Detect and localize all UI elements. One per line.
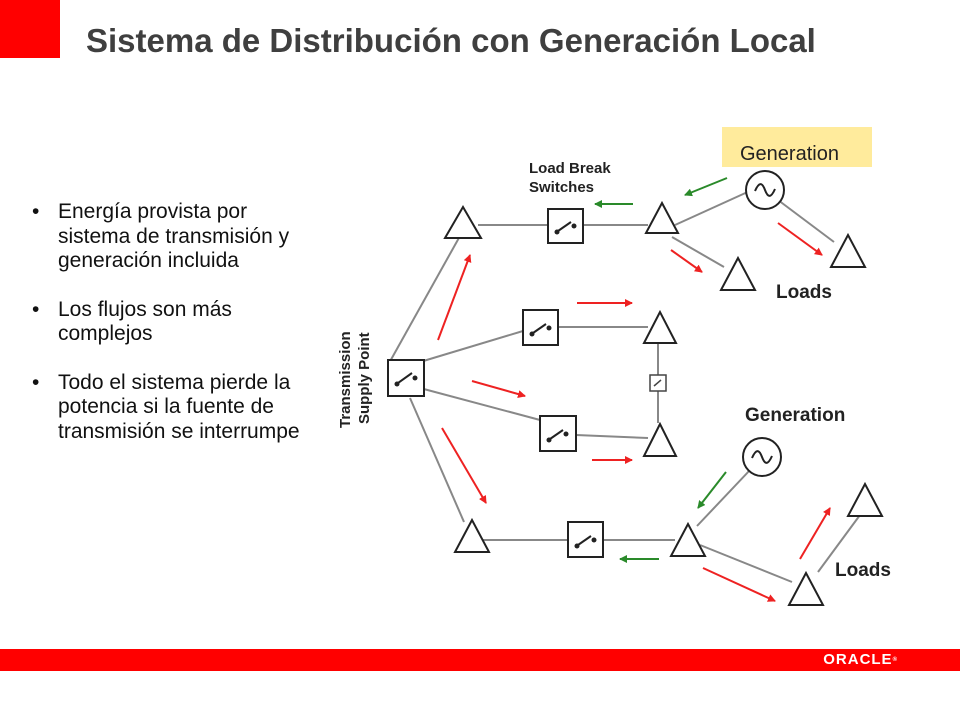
bullet-dot-icon: • xyxy=(32,297,40,321)
node-triangle xyxy=(829,232,867,268)
node-triangle xyxy=(787,570,825,606)
title-accent-block xyxy=(0,0,60,58)
tie-switch xyxy=(649,374,667,392)
registered-mark-icon: ® xyxy=(892,657,898,663)
bullet-item: • Todo el sistema pierde la potencia si l… xyxy=(26,371,316,445)
node-triangle xyxy=(719,255,757,291)
node-triangle xyxy=(642,309,678,344)
oracle-logo: ORACLE® xyxy=(823,650,898,670)
generation-highlight xyxy=(722,127,872,167)
bullet-dot-icon: • xyxy=(32,200,40,223)
node-triangle xyxy=(453,517,491,553)
node-triangle xyxy=(443,205,483,239)
label-load-break-switches: Load Break xyxy=(529,160,611,177)
distribution-diagram: Load Break Switches Generation Loads Tra… xyxy=(337,127,891,606)
slide-title: Sistema de Distribución con Generación L… xyxy=(86,22,816,59)
generator-icon xyxy=(742,437,782,477)
transmission-switch xyxy=(387,359,425,397)
bullet-item: • Los flujos son más complejos xyxy=(26,298,316,347)
flow-arrow-red xyxy=(799,507,831,560)
flow-arrow-red xyxy=(670,249,703,273)
bullet-dot-icon: • xyxy=(32,370,40,394)
node-triangle xyxy=(642,421,678,457)
label-supply-point: Supply Point xyxy=(356,332,373,424)
flow-arrow-red xyxy=(777,222,823,256)
bullet-text: Los flujos son más complejos xyxy=(58,297,232,346)
label-load-break-switches: Switches xyxy=(529,179,594,196)
footer-bar xyxy=(0,649,960,671)
node-triangle xyxy=(846,481,884,517)
label-loads-bottom: Loads xyxy=(835,560,891,581)
generator-icon xyxy=(745,170,785,210)
bullet-text: Todo el sistema pierde la potencia si la… xyxy=(58,370,300,443)
flow-arrow-red xyxy=(702,567,776,602)
load-break-switch xyxy=(539,415,577,452)
node-triangle xyxy=(669,521,707,557)
bullet-item: • Energía provista por sistema de transmi… xyxy=(26,200,316,274)
label-generation-bottom: Generation xyxy=(745,405,845,426)
red-flow-arrows xyxy=(437,222,831,602)
node-triangles xyxy=(443,200,884,606)
flow-arrow-red xyxy=(437,254,472,341)
flow-arrow-green xyxy=(684,177,728,197)
label-loads-top: Loads xyxy=(776,282,832,303)
node-triangle xyxy=(644,200,680,234)
label-generation-top: Generation xyxy=(740,143,839,165)
bullet-text: Energía provista por sistema de transmis… xyxy=(58,200,290,272)
bullet-list: • Energía provista por sistema de transmi… xyxy=(26,200,316,468)
flow-arrow-green xyxy=(697,471,727,509)
flow-arrow-red xyxy=(441,427,487,504)
label-transmission: Transmission xyxy=(337,331,354,428)
load-break-switch xyxy=(547,208,584,244)
load-break-switch xyxy=(567,521,604,558)
load-break-switch xyxy=(522,309,559,346)
green-flow-arrows xyxy=(594,177,728,563)
flow-arrow-red xyxy=(471,380,526,398)
feeder-lines xyxy=(387,189,861,583)
oracle-logo-text: ORACLE xyxy=(823,651,893,668)
